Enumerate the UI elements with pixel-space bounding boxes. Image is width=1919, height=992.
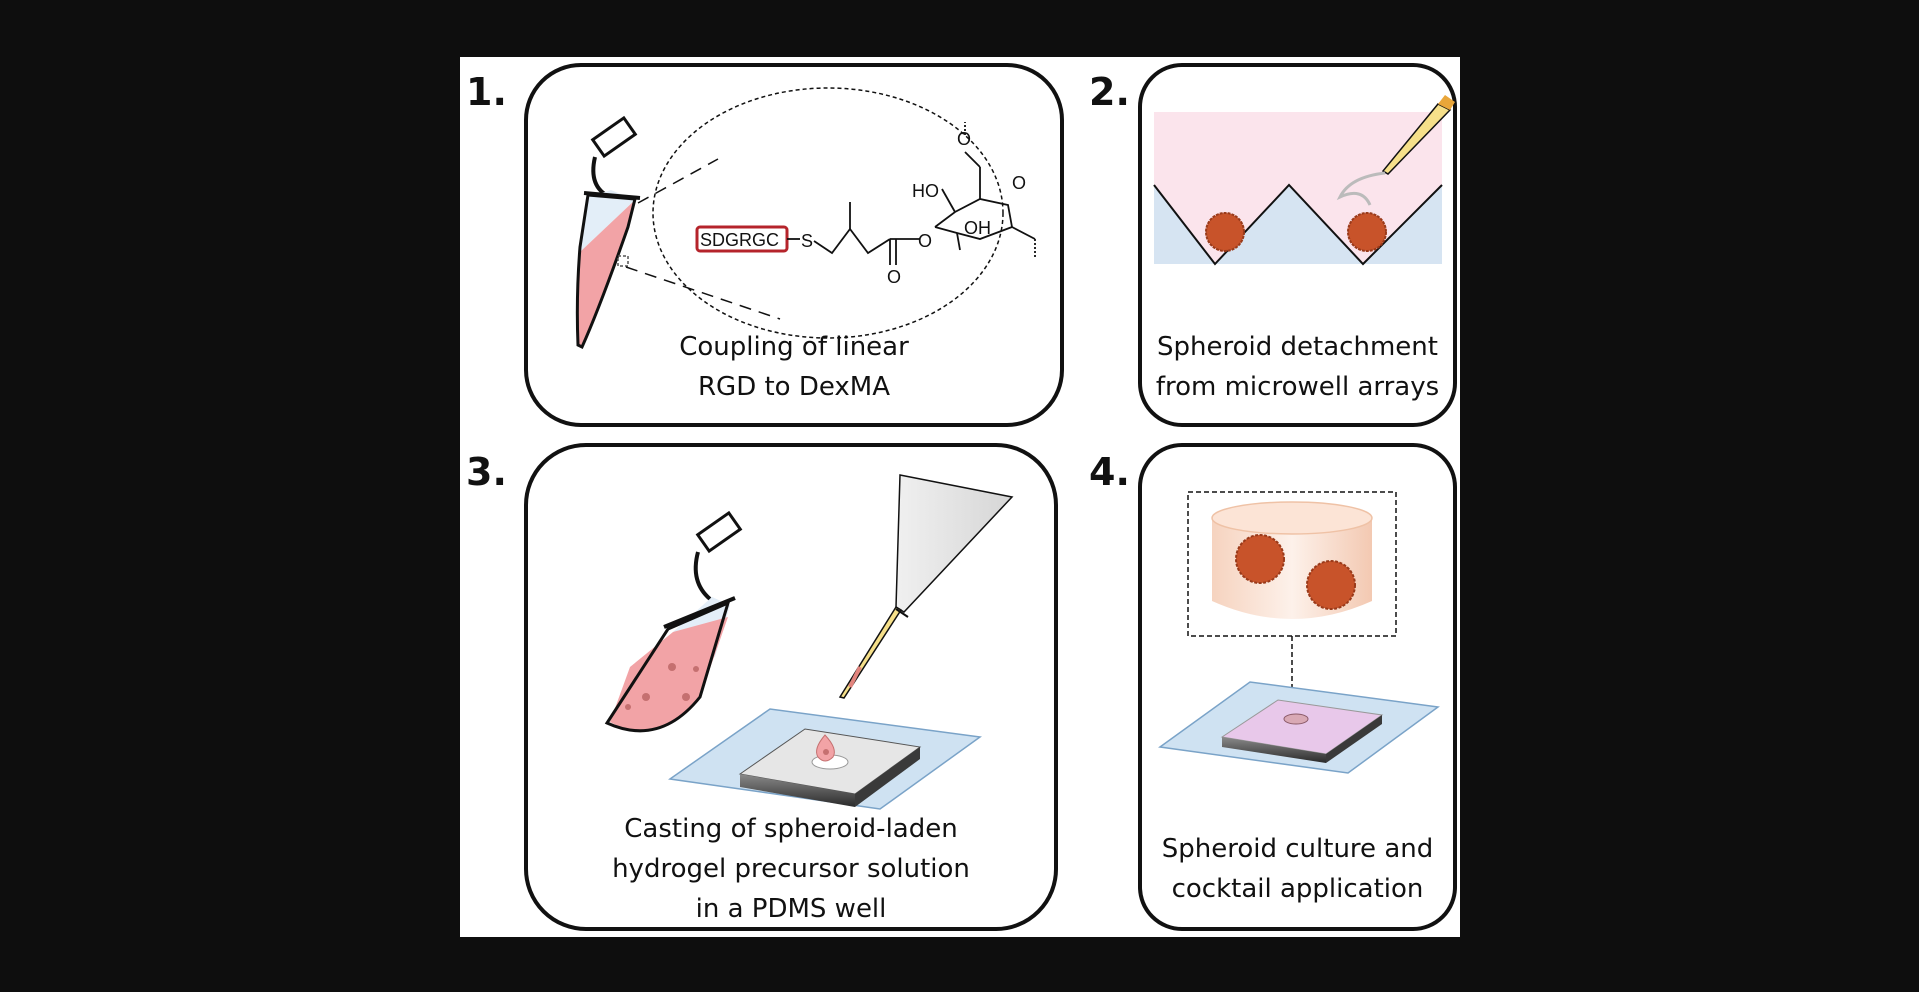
ring-o-label: O [1012,173,1026,193]
zoom-line-bottom [625,266,781,320]
panel-3-caption: Casting of spheroid-laden hydrogel precu… [526,809,1056,929]
step-number-1: 1. [466,70,507,114]
carbonyl-o-label: O [887,267,901,287]
caption-line: Spheroid detachment [1157,332,1438,362]
spheroid-1 [1205,212,1245,252]
caption-line: cocktail application [1171,874,1424,904]
rgd-dexma-structure [695,122,1036,265]
microwell-array [1153,95,1455,266]
caption-line: Spheroid culture and [1161,834,1434,864]
pdms-well-4 [1158,681,1440,774]
panel-2-caption: Spheroid detachment from microwell array… [1140,327,1455,407]
oh-label: OH [964,218,991,238]
ho-label: HO [912,181,939,201]
panel-4-frame [1138,443,1457,931]
magnified-hydrogel [1187,491,1397,637]
zoom-line-top [637,158,719,204]
step-number-2: 2. [1089,70,1130,114]
panel-3-frame [524,443,1058,931]
panel-2-frame [1138,63,1457,427]
caption-line: RGD to DexMA [697,372,891,402]
sulfur-label: S [801,231,813,251]
spheroid-3 [1235,534,1285,584]
eppendorf-tube-1 [575,115,641,350]
pipette-tip-2 [1336,95,1455,206]
caption-line: Coupling of linear [679,332,909,362]
caption-line: from microwell arrays [1155,372,1440,402]
linker-o-label: O [918,231,932,251]
step-number-3: 3. [466,450,507,494]
caption-line: hydrogel precursor solution [612,854,970,884]
workflow-diagram: SDGRGC S O O HO OH O O [524,63,1457,931]
spheroid-2 [1347,212,1387,252]
zoom-ellipse [652,87,1004,339]
step-number-4: 4. [1089,450,1130,494]
droplet [816,734,835,762]
panel-1-frame [524,63,1064,427]
workflow-figure: SDGRGC S O O HO OH O O [460,57,1460,937]
panel-1-caption: Coupling of linear RGD to DexMA [526,327,1062,407]
eppendorf-tube-3 [604,510,743,733]
spheroid-4 [1306,560,1356,610]
pipette-tip-3 [838,474,1014,699]
top-o-label: O [957,129,971,149]
panel-4-caption: Spheroid culture and cocktail applicatio… [1140,829,1455,909]
peptide-label: SDGRGC [700,230,779,250]
caption-line: Casting of spheroid-laden [624,814,958,844]
pdms-well-3 [668,708,982,810]
caption-line: in a PDMS well [695,894,887,924]
